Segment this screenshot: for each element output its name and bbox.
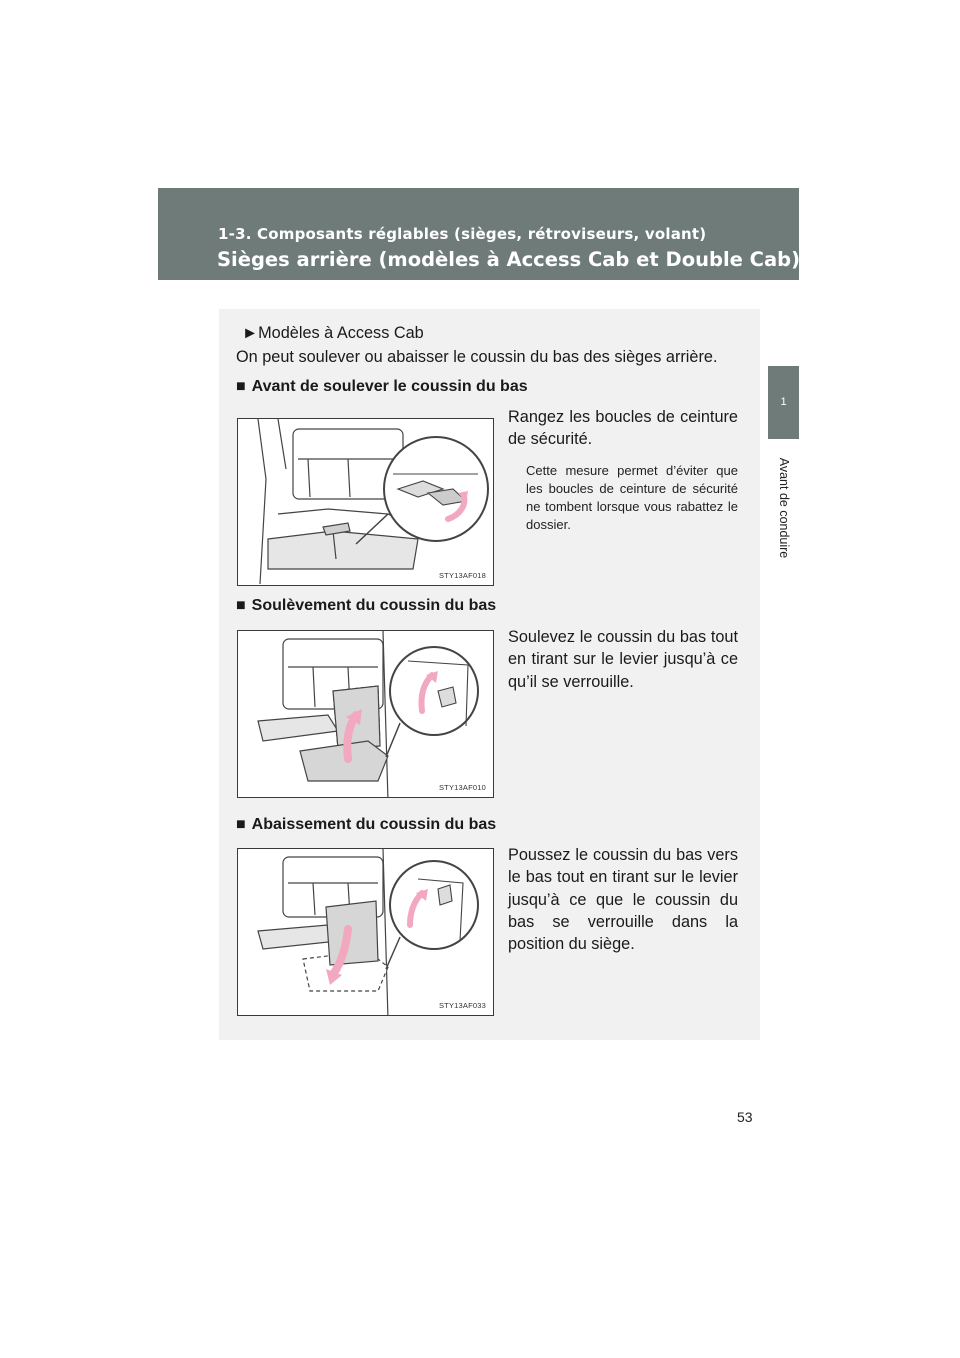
- section-heading-raise-prep: ■ Avant de soulever le coussin du bas: [236, 378, 528, 396]
- seat-illustration: [257, 849, 479, 1015]
- page-title: Sièges arrière (modèles à Access Cab et …: [217, 248, 800, 271]
- figure-code: STY13AF018: [438, 571, 486, 580]
- figure-cushion-raise: STY13AF010: [237, 630, 494, 798]
- section-heading-lower: ■ Abaissement du coussin du bas: [236, 816, 496, 834]
- heading-text: Soulèvement du coussin du bas: [251, 597, 497, 614]
- figure-code: STY13AF033: [438, 1001, 486, 1010]
- section-body-lower: Poussez le coussin du bas vers le bas to…: [508, 846, 738, 954]
- section-heading-raise: ■ Soulèvement du coussin du bas: [236, 597, 496, 615]
- bullet-square-icon: ■: [236, 816, 246, 833]
- section-note-raise-prep: Cette mesure permet d’éviter que les bou…: [526, 463, 738, 532]
- chapter-tab[interactable]: 1: [768, 366, 799, 438]
- figure-buckles-stowed: STY13AF018: [237, 418, 494, 586]
- seat-illustration: [257, 419, 489, 585]
- bullet-square-icon: ■: [236, 378, 246, 395]
- chapter-number: 1: [780, 396, 787, 408]
- bullet-square-icon: ■: [236, 597, 246, 614]
- chapter-tab-divider: [768, 438, 799, 439]
- figure-code: STY13AF010: [438, 783, 486, 792]
- figure-cushion-lower: STY13AF033: [237, 848, 494, 1016]
- intro-text: On peut soulever ou abaisser le coussin …: [236, 348, 718, 366]
- variant-label: ►Modèles à Access Cab: [242, 324, 424, 342]
- section-body-raise-prep: Rangez les boucles de ceinture de sécuri…: [508, 408, 738, 449]
- page-number: 53: [737, 1109, 753, 1125]
- chapter-header: 1-3. Composants réglables (sièges, rétro…: [158, 188, 800, 280]
- heading-text: Abaissement du coussin du bas: [251, 816, 497, 833]
- chapter-label: Avant de conduire: [777, 457, 791, 559]
- seat-illustration: [257, 631, 479, 797]
- section-body-raise: Soulevez le coussin du bas tout en tiran…: [508, 628, 738, 691]
- section-label: 1-3. Composants réglables (sièges, rétro…: [218, 225, 707, 243]
- heading-text: Avant de soulever le coussin du bas: [251, 378, 528, 395]
